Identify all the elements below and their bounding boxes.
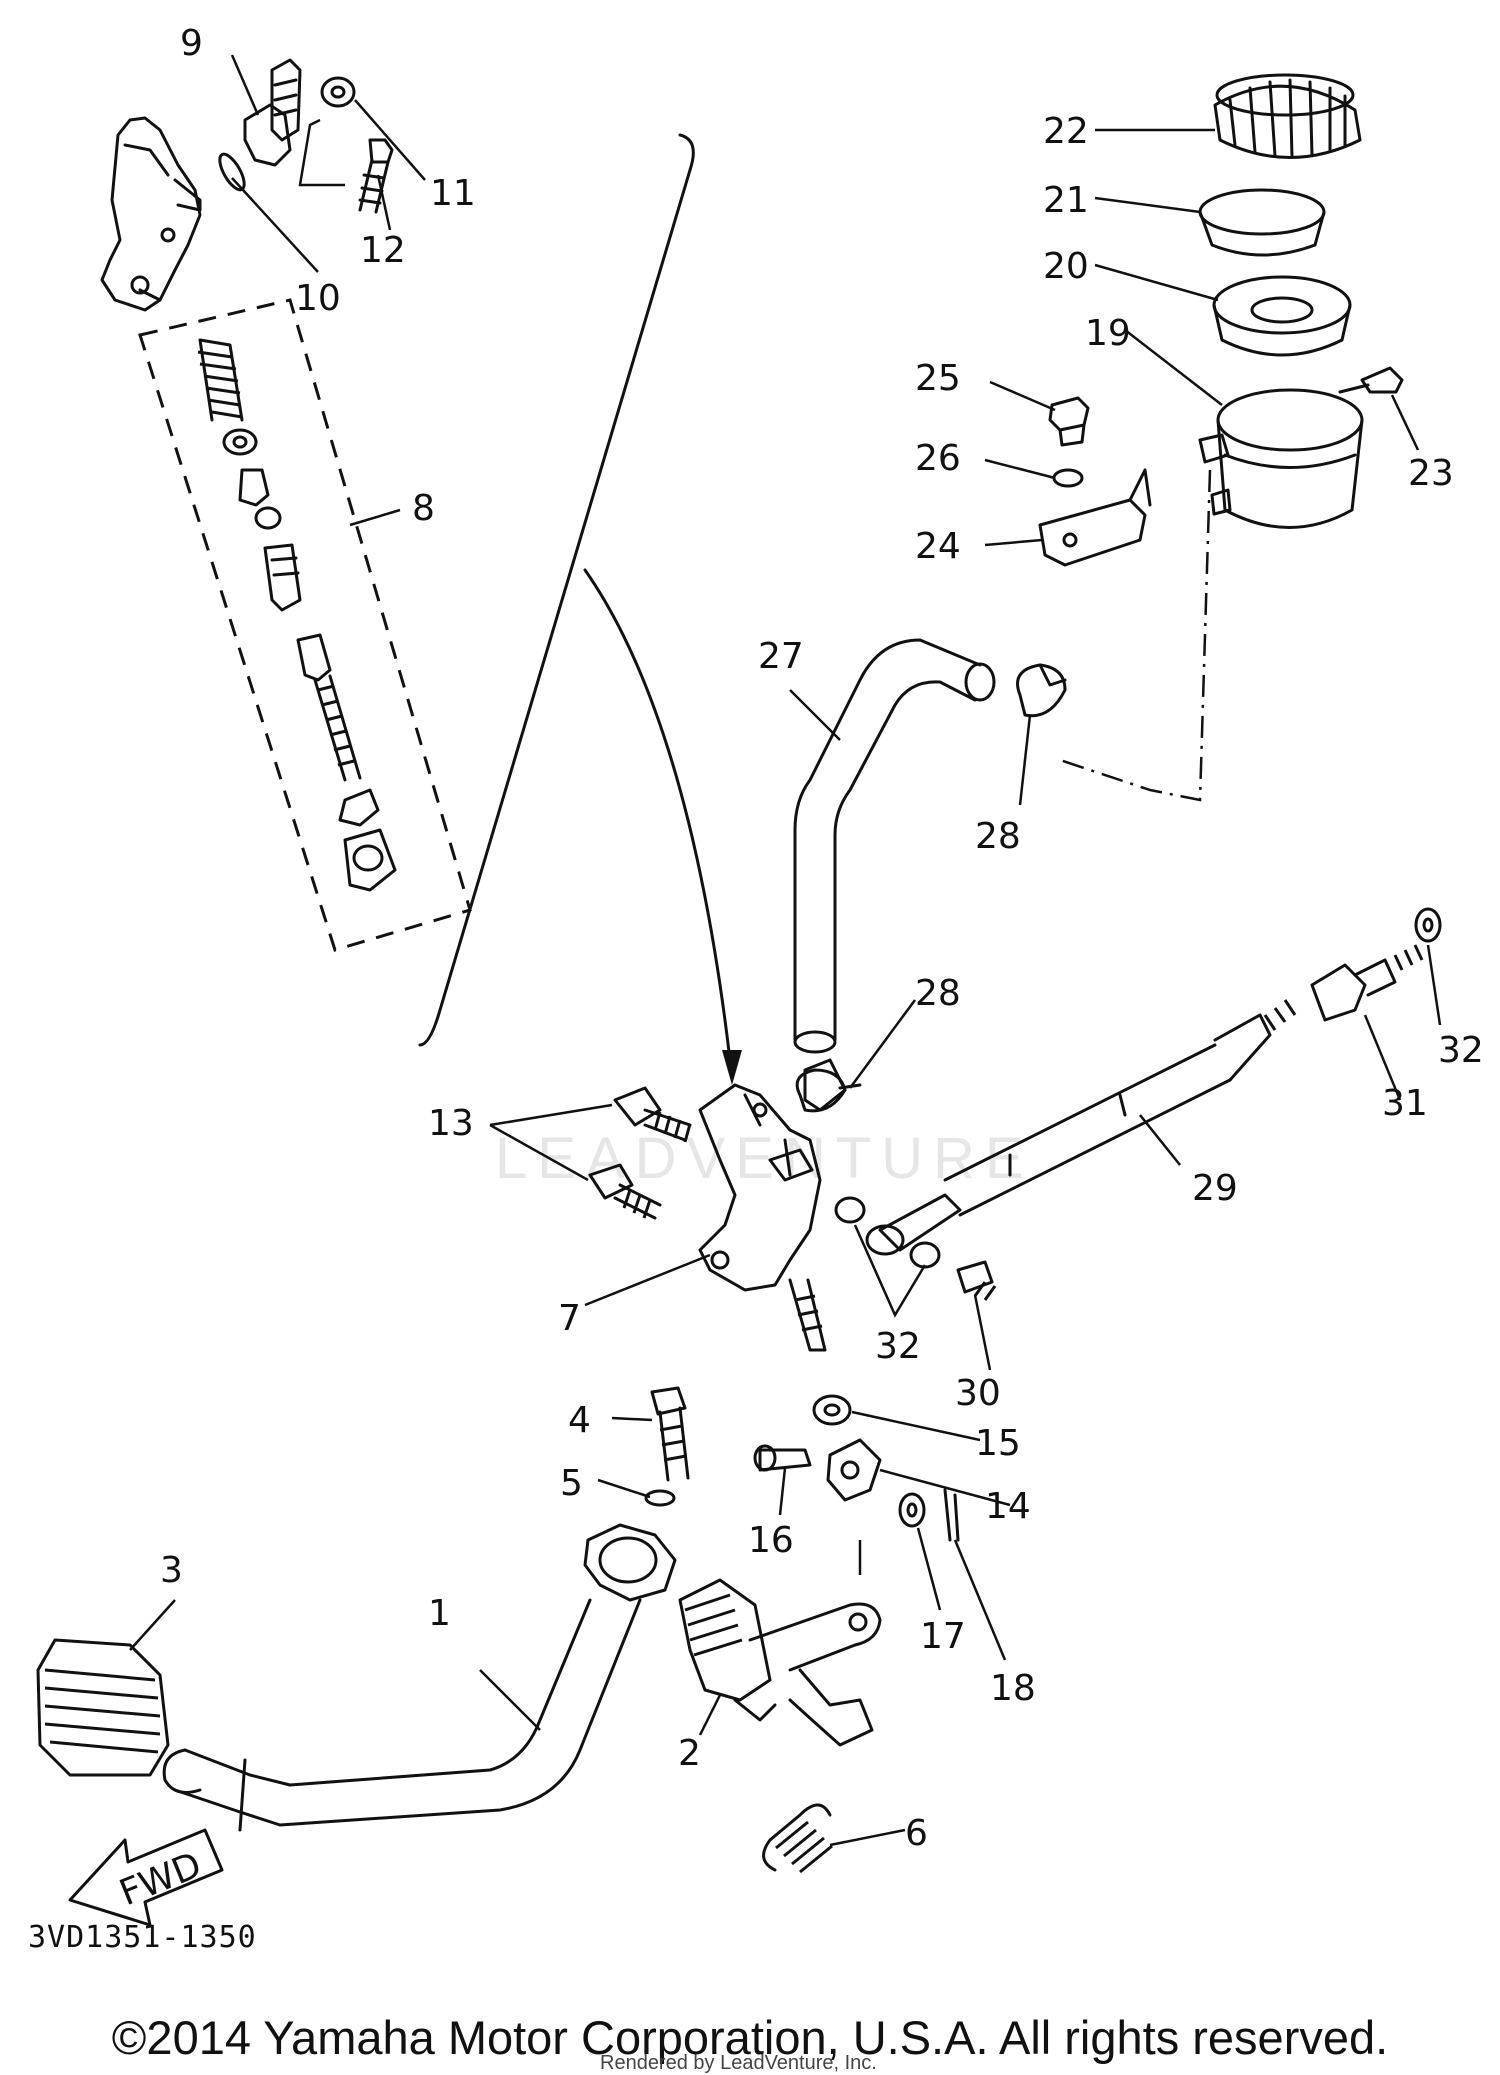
diaphragm-21 <box>1198 188 1326 257</box>
spring-6 <box>762 1803 833 1874</box>
group-8-dashed-box <box>138 298 472 952</box>
bolt-13-upper <box>613 1086 692 1143</box>
clip-28-upper <box>1016 663 1067 718</box>
cotter-pin-18 <box>943 1488 960 1542</box>
inset-bracket <box>418 133 695 1047</box>
callout-27: 27 <box>758 636 804 677</box>
callout-11: 11 <box>430 173 476 214</box>
callout-26: 26 <box>915 438 961 479</box>
washer-26 <box>1052 468 1084 488</box>
callout-labels: 1 2 3 4 5 6 7 8 9 10 11 12 13 14 15 16 1… <box>160 23 1484 1854</box>
callout-15: 15 <box>975 1423 1021 1464</box>
callout-8: 8 <box>412 488 435 529</box>
callout-16: 16 <box>748 1520 794 1561</box>
washer-5 <box>644 1489 676 1507</box>
callout-32-right: 32 <box>1438 1030 1484 1071</box>
clevis-14 <box>826 1438 882 1502</box>
o-ring-10 <box>218 152 246 192</box>
callout-13: 13 <box>428 1103 474 1144</box>
pin-16 <box>753 1444 812 1472</box>
callout-6: 6 <box>905 1813 928 1854</box>
hose-27 <box>793 638 996 1054</box>
callout-31: 31 <box>1382 1083 1428 1124</box>
callout-10: 10 <box>295 278 341 319</box>
master-cylinder-7 <box>698 1058 847 1352</box>
callout-25: 25 <box>915 358 961 399</box>
brake-pedal-1 <box>162 1523 677 1832</box>
rendered-by-note: Rendered by LeadVenture, Inc. <box>600 2052 877 2074</box>
adjuster-31 <box>1310 944 1424 1022</box>
washer-32-right <box>1414 907 1442 943</box>
callout-4: 4 <box>568 1400 591 1441</box>
callout-9: 9 <box>180 23 203 64</box>
bolt-4 <box>650 1386 690 1482</box>
callout-17: 17 <box>920 1616 966 1657</box>
callout-1: 1 <box>428 1593 451 1634</box>
screw-23 <box>1338 366 1404 394</box>
bolt-25 <box>1048 396 1090 447</box>
bolt-13-lower <box>588 1163 662 1220</box>
washer-11 <box>320 76 356 108</box>
reservoir-19 <box>1198 388 1364 529</box>
reservoir-cap-22 <box>1213 73 1362 159</box>
callout-24: 24 <box>915 526 961 567</box>
plate-20 <box>1212 275 1352 357</box>
inlet-fitting-9 <box>243 58 302 167</box>
callout-30: 30 <box>955 1373 1001 1414</box>
callout-32-mid: 32 <box>875 1326 921 1367</box>
master-cylinder-body-inset <box>100 116 202 312</box>
callout-3: 3 <box>160 1550 183 1591</box>
callout-19: 19 <box>1085 313 1131 354</box>
callout-28-lower: 28 <box>915 973 961 1014</box>
nut-15 <box>812 1394 852 1426</box>
callout-12: 12 <box>360 230 406 271</box>
callout-7: 7 <box>558 1298 581 1339</box>
fwd-arrow-icon: FWD <box>68 1828 224 1927</box>
copyright-notice: ©2014 Yamaha Motor Corporation, U.S.A. A… <box>111 2011 1389 2064</box>
washer-17 <box>898 1492 926 1528</box>
callout-23: 23 <box>1408 453 1454 494</box>
inset-arrow-line <box>583 568 732 1062</box>
internal-parts-8 <box>197 338 397 892</box>
footpeg-rubber-3 <box>36 1638 170 1777</box>
callout-14: 14 <box>985 1486 1031 1527</box>
diagram-code: 3VD1351-1350 <box>28 1920 257 1955</box>
callout-18: 18 <box>990 1668 1036 1709</box>
callout-28-upper: 28 <box>975 816 1021 857</box>
pushrod-29 <box>865 999 1297 1256</box>
watermark-text: LEADVENTURE <box>495 1126 1034 1191</box>
leader-lines <box>129 54 1442 1847</box>
callout-29: 29 <box>1192 1168 1238 1209</box>
callout-22: 22 <box>1043 111 1089 152</box>
screw-12 <box>358 138 394 214</box>
bracket-24 <box>1038 468 1152 567</box>
callout-20: 20 <box>1043 246 1089 287</box>
bolt-30 <box>956 1260 997 1301</box>
callout-21: 21 <box>1043 180 1089 221</box>
callout-2: 2 <box>678 1733 701 1774</box>
pivot-shaft-2 <box>678 1578 882 1747</box>
callout-5: 5 <box>560 1463 583 1504</box>
